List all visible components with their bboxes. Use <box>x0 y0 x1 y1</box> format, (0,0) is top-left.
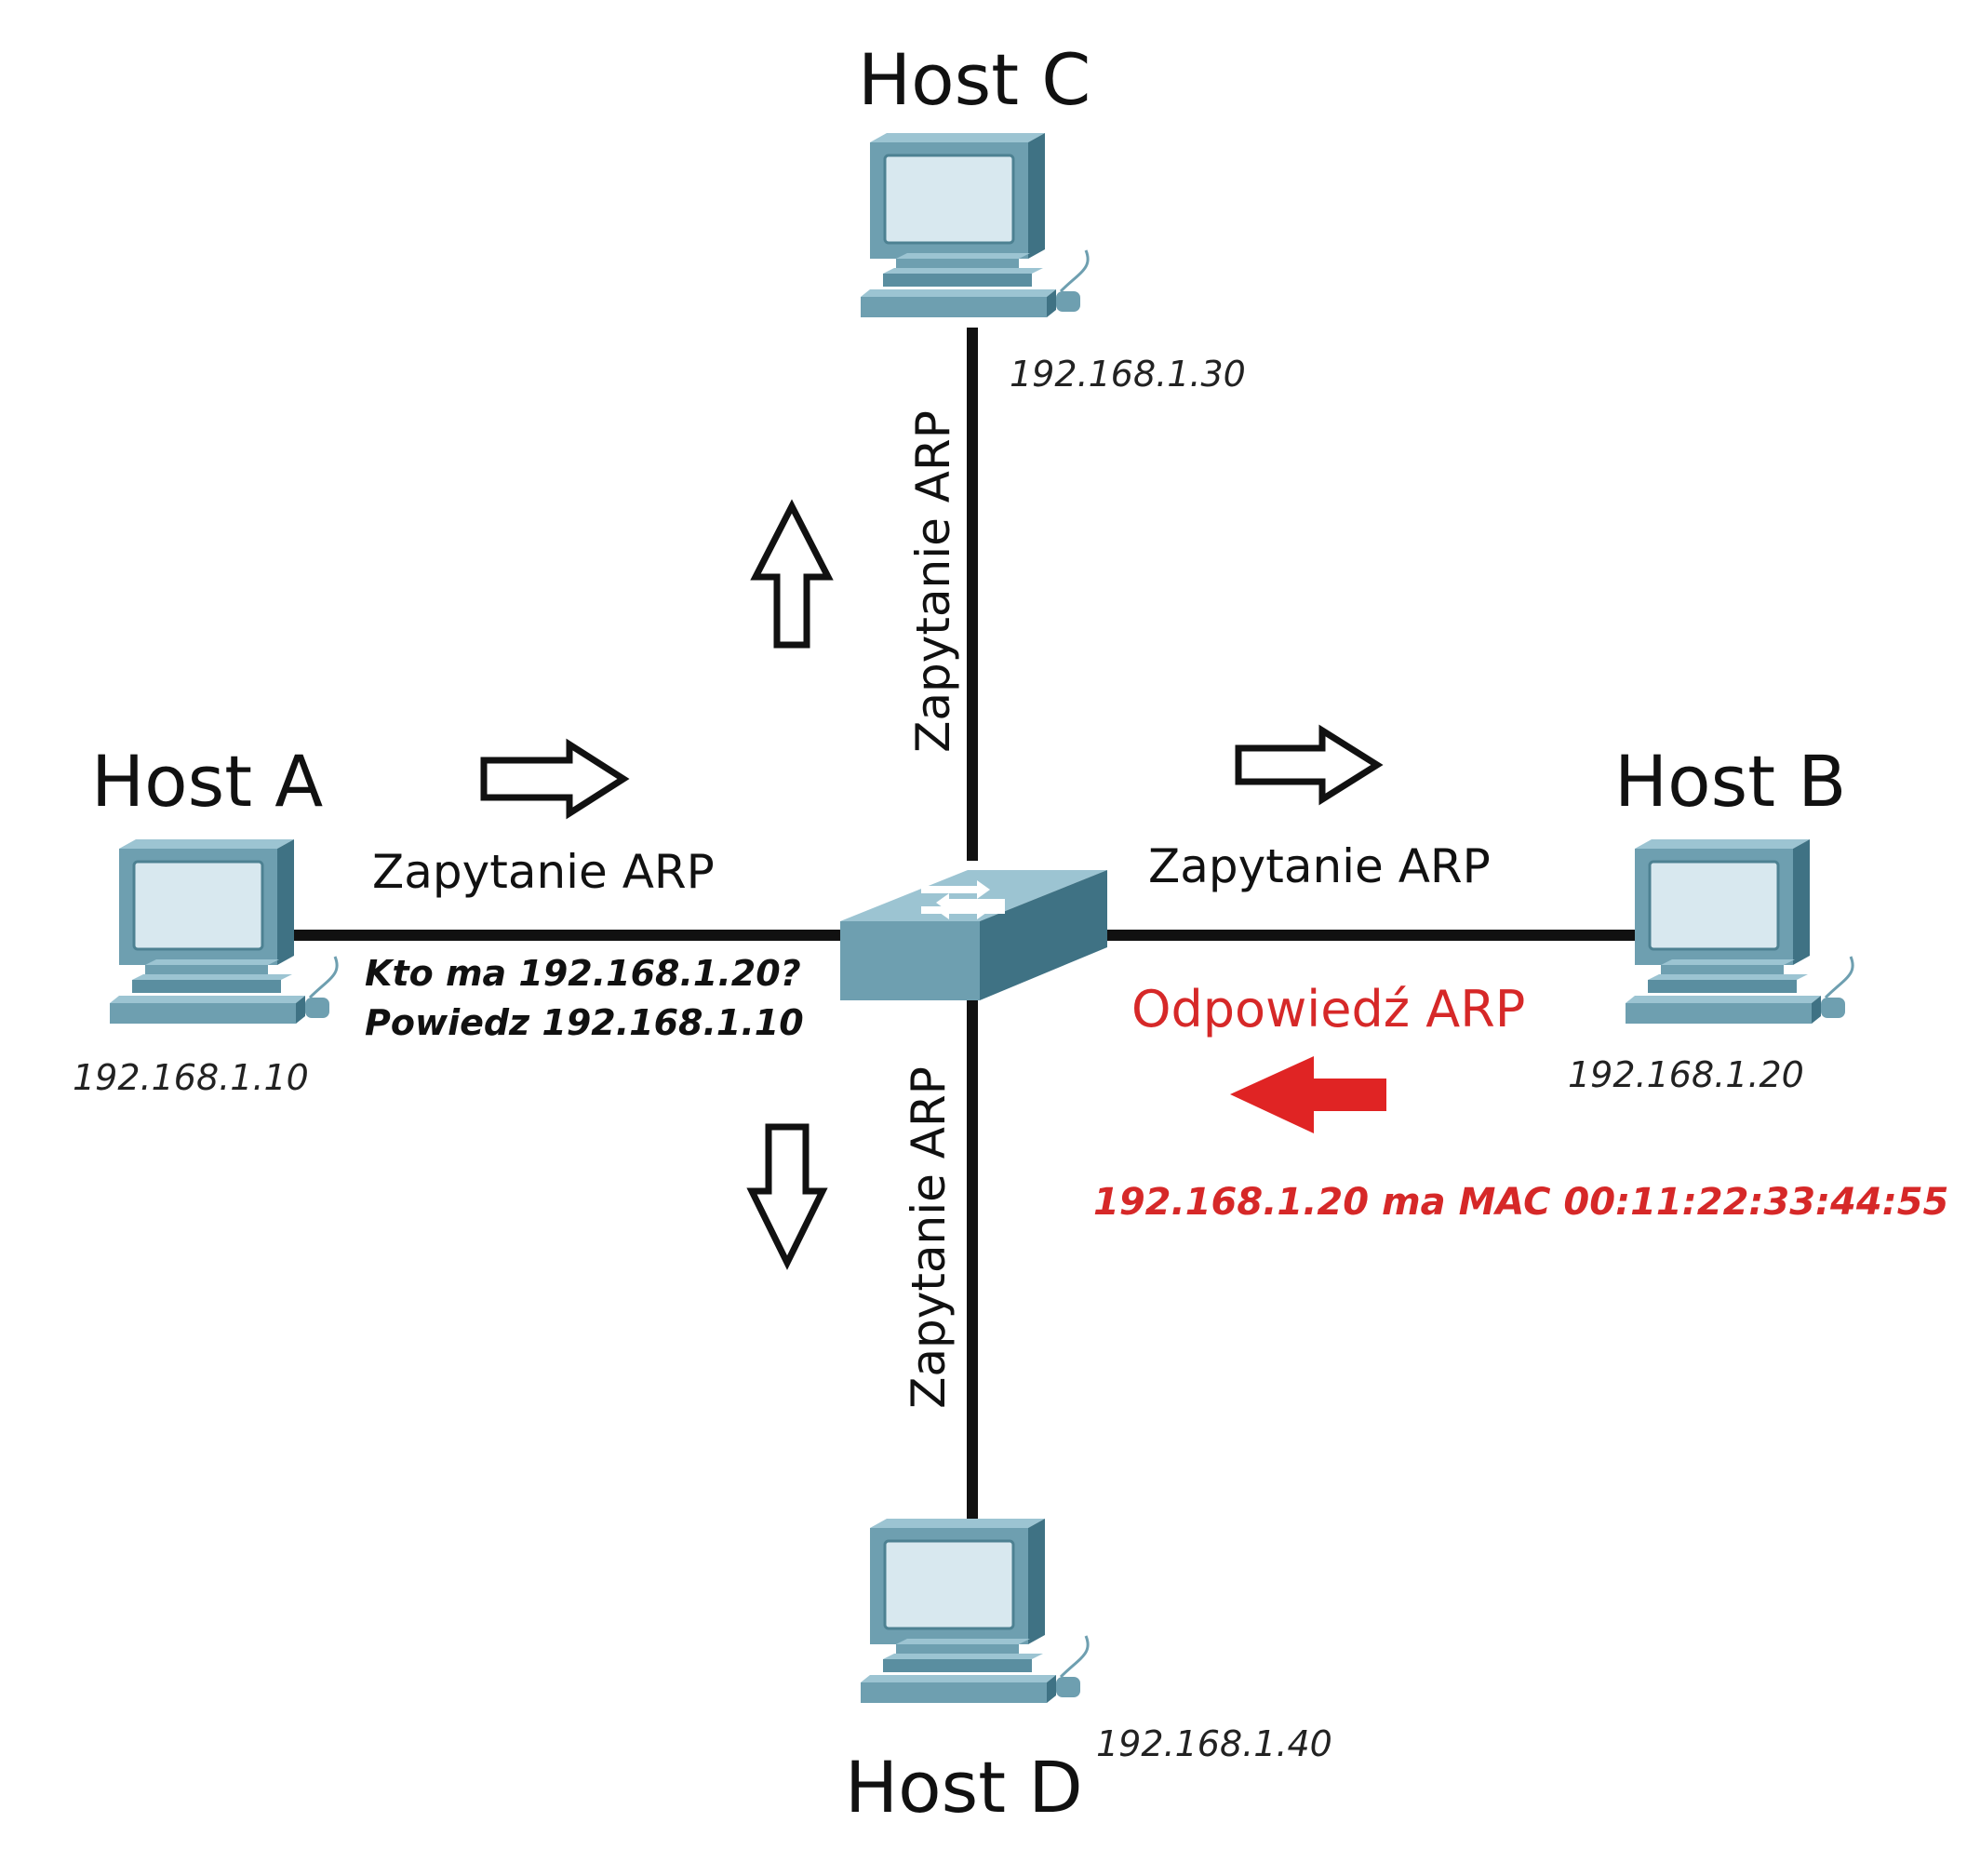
outline-arrow-right-icon-a <box>480 738 630 820</box>
host-b-title: Host B <box>1614 740 1847 823</box>
arp-request-label-a: Zapytanie ARP <box>372 845 715 899</box>
arp-query-line-1: Kto ma 192.168.1.20? <box>365 953 801 994</box>
outline-arrow-down-icon-d <box>746 1123 828 1270</box>
host-d-ip: 192.168.1.40 <box>1096 1723 1332 1764</box>
host-c-title: Host C <box>858 38 1091 121</box>
arp-query-line-2: Powiedz 192.168.1.10 <box>365 1002 804 1043</box>
arp-request-label-d: Zapytanie ARP <box>902 1066 956 1409</box>
arp-request-label-c: Zapytanie ARP <box>906 410 960 753</box>
host-a-title: Host A <box>91 740 324 823</box>
arp-reply-mac: 192.168.1.20 ma MAC 00:11:22:33:44:55 <box>1093 1181 1949 1224</box>
host-a-ip: 192.168.1.10 <box>73 1057 309 1098</box>
computer-icon-host-b <box>1624 838 1854 1025</box>
host-c-ip: 192.168.1.30 <box>1010 354 1246 395</box>
computer-icon-host-d <box>859 1517 1090 1705</box>
arp-reply-title: Odpowiedź ARP <box>1131 980 1526 1038</box>
switch-icon <box>840 870 1107 1000</box>
computer-icon-host-c <box>859 131 1090 319</box>
host-d-title: Host D <box>845 1746 1083 1829</box>
arp-request-label-b: Zapytanie ARP <box>1148 839 1491 893</box>
outline-arrow-right-icon-b <box>1235 724 1384 806</box>
red-arrow-left-icon <box>1230 1056 1386 1133</box>
outline-arrow-up-icon-c <box>750 499 834 649</box>
host-b-ip: 192.168.1.20 <box>1568 1054 1804 1095</box>
